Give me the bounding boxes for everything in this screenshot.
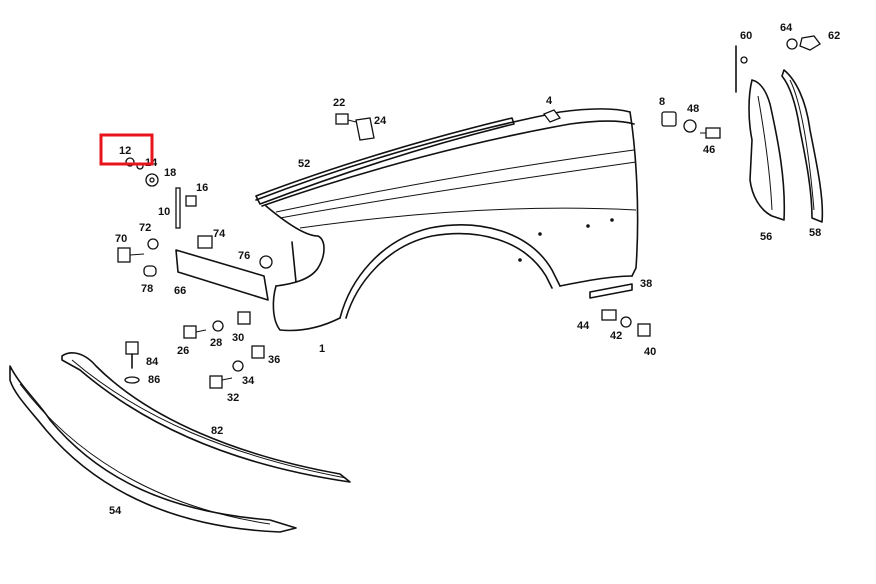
- callout-58[interactable]: 58: [809, 227, 821, 239]
- washer-48[interactable]: [683, 119, 697, 133]
- bolt-22[interactable]: [335, 113, 357, 125]
- highlight-box: [99, 133, 154, 166]
- callout-44[interactable]: 44: [577, 320, 590, 332]
- callout-54[interactable]: 54: [109, 505, 122, 517]
- callout-30[interactable]: 30: [232, 332, 244, 344]
- rear-seal-58[interactable]: [781, 69, 824, 223]
- callout-82[interactable]: 82: [211, 425, 223, 437]
- washer-86[interactable]: [124, 376, 140, 384]
- washer-42[interactable]: [620, 316, 632, 328]
- callout-1[interactable]: 1: [319, 343, 325, 355]
- wheel-liner-82[interactable]: [61, 352, 351, 483]
- callout-74[interactable]: 74: [213, 228, 226, 240]
- callout-66[interactable]: 66: [174, 285, 186, 297]
- callout-18[interactable]: 18: [164, 167, 176, 179]
- clip-part-4[interactable]: [542, 109, 562, 123]
- bolt-70[interactable]: [117, 247, 145, 263]
- trim-strip[interactable]: [255, 117, 515, 205]
- callout-62[interactable]: 62: [828, 30, 840, 42]
- callout-16[interactable]: 16: [196, 182, 208, 194]
- clip-16[interactable]: [185, 195, 197, 207]
- strip-10[interactable]: [175, 187, 181, 229]
- clip-30[interactable]: [237, 311, 251, 325]
- callout-64[interactable]: 64: [780, 22, 793, 34]
- callout-84[interactable]: 84: [146, 356, 159, 368]
- callout-42[interactable]: 42: [610, 330, 622, 342]
- callout-28[interactable]: 28: [210, 337, 222, 349]
- bolt-32[interactable]: [209, 375, 233, 389]
- callout-36[interactable]: 36: [268, 354, 280, 366]
- callout-26[interactable]: 26: [177, 345, 189, 357]
- callout-32[interactable]: 32: [227, 392, 239, 404]
- washer-18[interactable]: [145, 173, 159, 187]
- callout-8[interactable]: 8: [659, 96, 665, 108]
- callout-60[interactable]: 60: [740, 30, 752, 42]
- callout-12[interactable]: 12: [119, 145, 131, 157]
- bolt-84[interactable]: [125, 341, 139, 369]
- callout-38[interactable]: 38: [640, 278, 652, 290]
- trim-38[interactable]: [589, 283, 633, 299]
- callout-46[interactable]: 46: [703, 144, 715, 156]
- callout-10[interactable]: 10: [158, 206, 170, 218]
- callout-labels: 1 4 8 10 12 14 16 18 22 24 26 28 30 32 3…: [109, 22, 840, 517]
- callout-48[interactable]: 48: [687, 103, 699, 115]
- bolt-46[interactable]: [700, 127, 721, 139]
- wheel-liner-54[interactable]: [9, 365, 297, 533]
- rod-60[interactable]: [735, 45, 748, 93]
- bolt-26[interactable]: [183, 325, 207, 339]
- bracket-66[interactable]: [175, 249, 269, 301]
- callout-70[interactable]: 70: [115, 233, 127, 245]
- fender-panel[interactable]: [255, 108, 639, 332]
- plug-76[interactable]: [259, 255, 273, 269]
- clip-74[interactable]: [197, 235, 213, 249]
- rear-seal-56[interactable]: [748, 79, 786, 221]
- washer-34[interactable]: [232, 360, 244, 372]
- nut-62[interactable]: [799, 35, 821, 51]
- callout-56[interactable]: 56: [760, 231, 772, 243]
- callout-78[interactable]: 78: [141, 283, 153, 295]
- clip-36[interactable]: [251, 345, 265, 359]
- clip-44[interactable]: [601, 309, 617, 321]
- washer-28[interactable]: [212, 320, 224, 332]
- callout-4[interactable]: 4: [546, 95, 553, 107]
- washer-64[interactable]: [786, 38, 798, 50]
- callout-22[interactable]: 22: [333, 97, 345, 109]
- callout-72[interactable]: 72: [139, 222, 151, 234]
- clip-24[interactable]: [355, 117, 375, 141]
- callout-76[interactable]: 76: [238, 250, 250, 262]
- callout-86[interactable]: 86: [148, 374, 160, 386]
- bolt-40[interactable]: [637, 323, 651, 337]
- washer-72[interactable]: [147, 238, 159, 250]
- callout-52[interactable]: 52: [298, 158, 310, 170]
- plug-78[interactable]: [143, 265, 157, 277]
- clip-part-8[interactable]: [661, 111, 677, 127]
- callout-24[interactable]: 24: [374, 115, 387, 127]
- callout-40[interactable]: 40: [644, 346, 656, 358]
- callout-34[interactable]: 34: [242, 375, 255, 387]
